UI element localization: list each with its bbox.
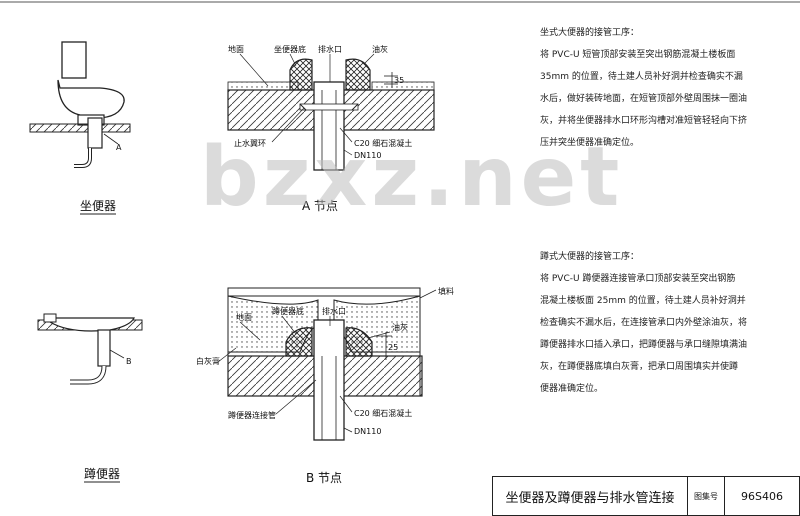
label-drain-b: 排水口: [322, 306, 346, 316]
seat-notes-line: 将 PVC-U 短管顶部安装至突出钢筋混凝土楼板面: [540, 50, 736, 60]
caption-node-b: B 节点: [306, 471, 342, 485]
label-putty-a: 油灰: [372, 44, 388, 54]
label-squat-conn: 蹲便器连接管: [228, 410, 276, 420]
label-putty-b: 油灰: [392, 322, 408, 332]
title-block: 坐便器及蹲便器与排水管连接 图集号 96S406: [492, 476, 800, 516]
seat-notes-title: 坐式大便器的接管工序：: [540, 28, 640, 38]
squat-toilet-sketch: B 蹲便器: [37, 313, 143, 483]
caption-node-a: A 节点: [302, 199, 338, 213]
seat-notes-line: 35mm 的位置，待土建人员补好洞并检查确实不漏: [540, 72, 743, 82]
label-ground-a: 地面: [228, 44, 244, 54]
atlas-number: 96S406: [724, 477, 799, 515]
squat-notes-line: 蹲便器排水口插入承口，把蹲便器与承口缝隙填满油: [540, 340, 748, 350]
watermark: bzxz.net: [200, 130, 624, 225]
squat-notes-line: 将 PVC-U 蹲便器连接管承口顶部安装至突出钢筋: [540, 274, 736, 284]
dim-35: 35: [394, 76, 404, 85]
seat-notes-line: 水后，做好装砖地面，在短管顶部外壁周围抹一圈油: [540, 94, 748, 104]
caption-seat-toilet: 坐便器: [80, 199, 116, 213]
label-white-ash: 白灰膏: [196, 356, 220, 366]
callout-b: B: [126, 357, 132, 366]
label-fill: 填料: [438, 286, 454, 296]
node-b-detail: 25 地面 蹲便器底 排水口 填料 油灰 白灰膏 蹲便器连接管 C20 细石混凝…: [196, 286, 454, 485]
seat-notes-line: 压并突坐便器准确定位。: [540, 138, 640, 148]
dim-25: 25: [388, 343, 398, 352]
squat-notes-title: 蹲式大便器的接管工序：: [540, 252, 640, 262]
label-drain-a: 排水口: [318, 44, 342, 54]
squat-notes-line: 便器准确定位。: [540, 384, 604, 394]
atlas-label: 图集号: [687, 477, 724, 515]
seat-notes-line: 灰，并将坐便器排水口环形沟槽对准短管轻轻向下挤: [540, 116, 748, 126]
label-dn-b: DN110: [354, 427, 381, 436]
label-concrete-b: C20 细石混凝土: [354, 408, 412, 418]
drawing-title: 坐便器及蹲便器与排水管连接: [505, 490, 675, 506]
label-dn-a: DN110: [354, 151, 381, 160]
label-water-ring: 止水翼环: [234, 138, 266, 148]
callout-a: A: [116, 143, 122, 152]
caption-squat-toilet: 蹲便器: [84, 467, 120, 481]
label-concrete-a: C20 细石混凝土: [354, 138, 412, 148]
seat-toilet-sketch: A 坐便器: [29, 41, 131, 215]
label-seat-base: 坐便器底: [274, 44, 306, 54]
seat-notes: 坐式大便器的接管工序： 将 PVC-U 短管顶部安装至突出钢筋混凝土楼板面 35…: [540, 22, 747, 154]
squat-notes-line: 灰，在蹲便器底填白灰膏，把承口周围填实并使蹲: [540, 362, 739, 372]
squat-notes: 蹲式大便器的接管工序： 将 PVC-U 蹲便器连接管承口顶部安装至突出钢筋 混凝…: [540, 246, 747, 400]
squat-notes-line: 检查确实不漏水后，在连接管承口内外壁涂油灰，将: [540, 318, 748, 328]
squat-notes-line: 混凝土楼板面 25mm 的位置，待土建人员补好洞并: [540, 296, 746, 306]
label-ground-b: 地面: [236, 312, 252, 322]
label-squat-base: 蹲便器底: [272, 306, 304, 316]
node-a-detail: 35 地面 坐便器底 排水口 油灰 止水翼环 C20 细石混凝土 DN110 A…: [227, 44, 435, 213]
